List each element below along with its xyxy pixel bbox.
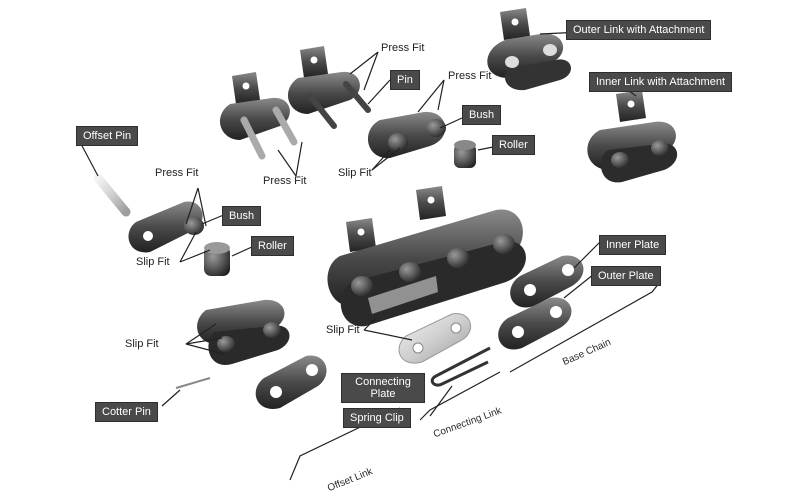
label-press-fit-top: Press Fit: [381, 42, 425, 54]
inner-link-attachment-part: [587, 90, 678, 183]
label-slip-fit-left: Slip Fit: [136, 256, 170, 268]
label-bush-left: Bush: [222, 206, 262, 226]
label-press-fit-center: Press Fit: [263, 175, 307, 187]
label-cotter-pin: Cotter Pin: [95, 402, 158, 422]
label-offset-pin: Offset Pin: [76, 126, 139, 146]
offset-pin-part: [93, 173, 131, 217]
label-press-fit-left: Press Fit: [155, 167, 199, 179]
outer-plate-part: [498, 297, 572, 350]
spring-clip-part: [430, 346, 491, 387]
left-roller-part: [204, 242, 230, 276]
inner-plate-part: [510, 255, 584, 308]
label-press-fit-right: Press Fit: [448, 70, 492, 82]
label-slip-fit-top: Slip Fit: [338, 167, 372, 179]
label-roller-top: Roller: [492, 135, 535, 155]
label-roller-left: Roller: [251, 236, 294, 256]
top-bush-link-part: [367, 111, 446, 159]
label-inner-plate: Inner Plate: [599, 235, 667, 255]
cotter-pin-part: [175, 377, 211, 389]
left-bottom-link-part: [197, 299, 290, 365]
top-link-left-part: [219, 72, 298, 160]
label-inner-link-with-attachment: Inner Link with Attachment: [589, 72, 733, 92]
label-outer-plate: Outer Plate: [591, 266, 661, 286]
label-bush-top: Bush: [462, 105, 502, 125]
connecting-plate-part: [398, 313, 472, 364]
top-link-middle-part: [287, 46, 371, 129]
label-connecting-plate: Connecting Plate: [341, 373, 425, 403]
top-roller-part: [454, 140, 476, 168]
label-outer-link-with-attachment: Outer Link with Attachment: [566, 20, 712, 40]
label-spring-clip: Spring Clip: [343, 408, 411, 428]
label-slip-fit-bottom: Slip Fit: [125, 338, 159, 350]
label-pin: Pin: [390, 70, 420, 90]
label-slip-fit-center: Slip Fit: [326, 324, 360, 336]
left-bottom-plate-part: [255, 355, 327, 409]
offset-plate-part: [128, 201, 204, 253]
central-chain-part: [327, 186, 526, 327]
outer-link-attachment-part: [487, 8, 572, 91]
